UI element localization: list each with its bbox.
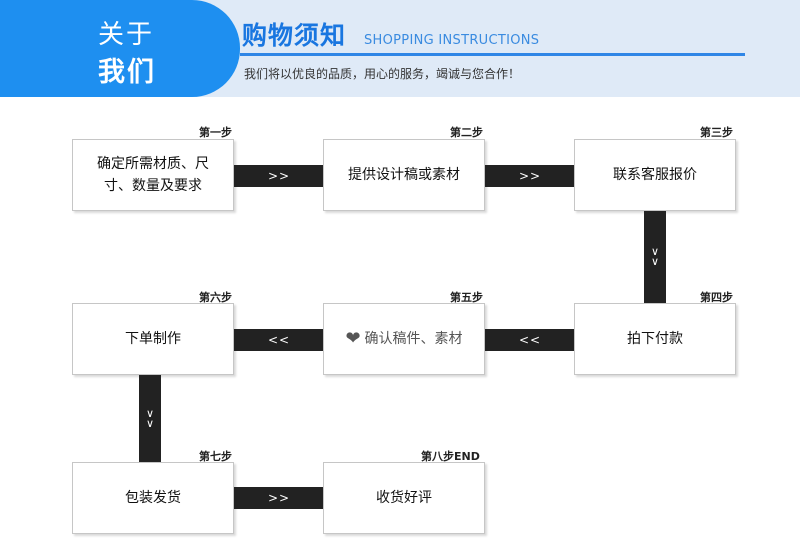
arrow-right-3: >> — [234, 487, 324, 509]
arrow-right-1: >> — [234, 165, 324, 187]
arrow-down-1: ∨∨ — [644, 211, 666, 303]
about-line1: 关于 — [98, 20, 155, 50]
step-label-1: 第一步 — [199, 126, 232, 139]
step-label-7: 第七步 — [199, 450, 232, 463]
page-subtitle: SHOPPING INSTRUCTIONS — [364, 33, 540, 48]
step-label-2: 第二步 — [450, 126, 483, 139]
step-label-8: 第八步END — [421, 450, 480, 463]
step-text-6: 下单制作 — [125, 331, 181, 347]
step-box-4: 拍下付款 — [574, 303, 736, 375]
step-box-5: ❤ 确认稿件、素材 — [323, 303, 485, 375]
title-underline — [240, 53, 745, 56]
about-us-badge: 关于 我们 — [0, 0, 240, 97]
arrow-right-2: >> — [485, 165, 575, 187]
step-text-5: 确认稿件、素材 — [364, 331, 463, 347]
page-title: 购物须知 — [242, 21, 347, 50]
step-box-1: 确定所需材质、尺 寸、数量及要求 — [72, 139, 234, 211]
step-text-2: 提供设计稿或素材 — [348, 167, 460, 183]
step-text-7: 包装发货 — [125, 490, 181, 506]
step-box-3: 联系客服报价 — [574, 139, 736, 211]
step-text-3: 联系客服报价 — [613, 167, 697, 183]
heart-icon: ❤ — [345, 328, 361, 349]
slogan-text: 我们将以优良的品质，用心的服务，竭诚与您合作！ — [244, 67, 521, 81]
step-label-3: 第三步 — [700, 126, 733, 139]
header-banner: 关于 我们 购物须知 SHOPPING INSTRUCTIONS 我们将以优良的… — [0, 0, 800, 97]
about-line2: 我们 — [98, 57, 156, 88]
step-box-6: 下单制作 — [72, 303, 234, 375]
step-text-4: 拍下付款 — [627, 331, 683, 347]
arrow-left-1: << — [485, 329, 575, 351]
step-box-8: 收货好评 — [323, 462, 485, 534]
step-box-7: 包装发货 — [72, 462, 234, 534]
step-box-2: 提供设计稿或素材 — [323, 139, 485, 211]
step-label-5: 第五步 — [450, 291, 483, 304]
step-label-4: 第四步 — [700, 291, 733, 304]
step-text-1b: 寸、数量及要求 — [104, 178, 202, 194]
arrow-down-2: ∨∨ — [139, 375, 161, 463]
step-label-6: 第六步 — [199, 291, 232, 304]
step-text-8: 收货好评 — [376, 490, 432, 506]
step-text-1a: 确定所需材质、尺 — [97, 156, 209, 172]
arrow-left-2: << — [234, 329, 324, 351]
